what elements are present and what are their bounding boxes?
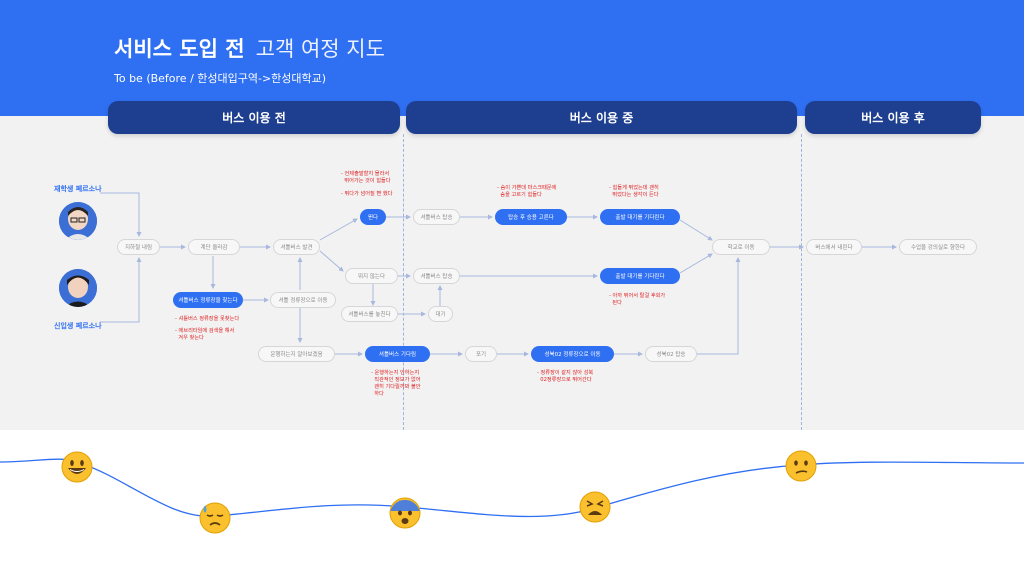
pain-point-note: - 뛰다가 넘어질 뻔 했다 <box>341 191 393 197</box>
pain-point-note: - 운행하는지 안하는지 직관적인 정보가 없어 괜히 기다릴까봐 불안 하다 <box>371 370 421 397</box>
freshman-avatar <box>59 269 97 307</box>
title-highlight: 서비스 도입 전 <box>114 37 245 61</box>
phase-divider <box>403 134 404 430</box>
step-find-shuttle: 셔틀버스 발견 <box>273 239 320 255</box>
step-run: 뛴다 <box>360 209 386 225</box>
persona-label-student: 재학생 페르소나 <box>54 185 102 193</box>
step-board-shuttle-2: 셔틀버스 탑승 <box>413 268 460 284</box>
phase-before: 버스 이용 전 <box>108 101 400 134</box>
step-search-stop: 셔틀버스 정류장을 찾는다 <box>173 292 243 308</box>
pain-point-note: - 에브리타임에 검색을 해서 겨우 찾는다 <box>175 328 235 341</box>
journey-map-area <box>0 116 1024 430</box>
phase-after: 버스 이용 후 <box>805 101 981 134</box>
step-subway-exit: 지하철 내림 <box>117 239 160 255</box>
step-board-shuttle: 셔틀버스 탑승 <box>413 209 460 225</box>
pain-point-note: - 힘들게 뛰었는데 괜히 뛰었다는 생각이 든다 <box>609 185 659 198</box>
confused-emoji <box>785 450 817 482</box>
step-miss-shuttle: 셔틀버스를 놓친다 <box>341 306 398 322</box>
step-go-to-school: 학교로 이동 <box>712 239 770 255</box>
step-get-off: 버스에서 내린다 <box>806 239 862 255</box>
step-wait-shuttle: 셔틀버스 기다림 <box>365 346 430 362</box>
phase-divider <box>801 134 802 430</box>
step-catch-breath: 탑승 후 승용 고른다 <box>495 209 567 225</box>
subtitle: To be (Before / 한성대입구역->한성대학교) <box>114 72 327 85</box>
step-check-running: 운행하는지 알아보겠음 <box>258 346 335 362</box>
pain-point-note: - 셔틀버스 정류장을 못찾는다 <box>175 316 240 322</box>
pain-point-note: - 숨이 가쁜데 마스크때문에 숨을 고르기 힘들다 <box>497 185 557 198</box>
sweat-emoji <box>199 502 231 534</box>
title-rest: 고객 여정 지도 <box>255 37 385 61</box>
persona-label-freshman: 신입생 페르소나 <box>54 322 102 330</box>
step-not-run: 뛰지 않는다 <box>345 268 398 284</box>
pain-point-note: - 정류장이 같지 않아 성북 02정류장으로 뛰어간다 <box>537 370 594 383</box>
step-wait-departure-2: 출발 대기를 기다린다 <box>600 268 680 284</box>
step-climb-stairs: 계단 올라감 <box>188 239 240 255</box>
happy-emoji <box>61 451 93 483</box>
step-board-seongbuk02: 성북02 탑승 <box>645 346 697 362</box>
pain-point-note: - 언제출발할지 몰라서 뛰어가는 것이 힘들다 <box>341 171 391 184</box>
page-title: 서비스 도입 전 고객 여정 지도 <box>114 33 385 63</box>
step-to-classroom: 수업을 강의실로 향한다 <box>899 239 977 255</box>
step-give-up: 포기 <box>465 346 497 362</box>
step-go-to-stop: 셔틀 정류장으로 이동 <box>270 292 336 308</box>
step-wait-departure: 출발 대기를 기다린다 <box>600 209 680 225</box>
step-go-seongbuk02: 성북02 정류장으로 이동 <box>531 346 614 362</box>
step-wait: 대기 <box>428 306 453 322</box>
fearful-emoji <box>389 497 421 529</box>
phase-during: 버스 이용 중 <box>406 101 797 134</box>
student-avatar <box>59 202 97 240</box>
pain-point-note: - 아까 뛰어서 탈걸 후회가 된다 <box>609 293 666 306</box>
tired-emoji <box>579 491 611 523</box>
